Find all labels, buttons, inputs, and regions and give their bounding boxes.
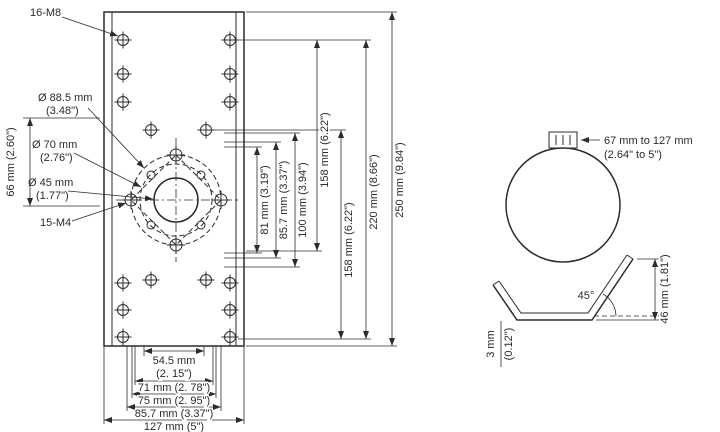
pole-circle [505,147,621,263]
dim-85mm-bottom: 85.7 mm (3.37") [135,408,214,420]
dim-127mm: 127 mm (5") [144,421,204,432]
dim-158mm-a: 158 mm (6.22") [319,112,331,187]
dim-81mm: 81 mm (3.19") [259,165,271,234]
callout-leaders [61,16,154,222]
dimension-lines [23,11,397,424]
v-bracket [492,254,634,321]
dim-66mm: 66 mm (2.60") [5,127,17,196]
hose-clamp-head [548,131,578,149]
bracket-plate-outline [103,11,245,347]
dim-100mm: 100 mm (3.94") [297,162,309,237]
clamp-range-line2: (2.64" to 5") [604,149,662,161]
clamp-band [505,131,621,263]
mounting-holes-m8 [114,31,239,346]
clamp-dimension-lines [500,137,661,367]
label-dia-70-line1: Ø 70 mm [32,139,77,151]
dim-85mm: 85.7 mm (3.37") [278,161,290,240]
dim-71mm: 71 mm (2. 78") [138,382,210,394]
label-dia-45-line2: (1.77") [36,190,69,202]
dim-220mm: 220 mm (8.66") [368,154,380,229]
clamp-range-line1: 67 mm to 127 mm [604,135,693,147]
dim-250mm: 250 mm (9.84") [394,142,406,217]
center-hole-pattern [116,138,238,262]
dim-75mm: 75 mm (2. 95") [138,395,210,407]
clamp-angle-45: 45° [578,290,595,302]
label-15-m4: 15-M4 [40,217,71,229]
pole-clamp-side-view: 67 mm to 127 mm (2.64" to 5") 45° 46 mm … [484,131,693,367]
label-dia-88-line2: (3.48") [46,105,79,117]
wall-bracket-front-view: 16-M8 Ø 88.5 mm (3.48") Ø 70 mm (2.76") … [4,7,408,432]
dim-54mm-line1: 54.5 mm [153,355,196,367]
dim-3mm-line2: (0.12") [503,328,515,361]
dim-54mm-line2: (2. 15") [156,368,192,380]
dim-46mm: 46 mm (1.81") [659,254,671,323]
label-dia-88-line1: Ø 88.5 mm [38,92,92,104]
label-16-m8: 16-M8 [30,7,61,19]
center-hole-45mm [153,177,199,223]
label-dia-70-line2: (2.76") [40,152,73,164]
label-dia-45-line1: Ø 45 mm [28,177,73,189]
dim-158mm-b: 158 mm (6.22") [343,202,355,277]
dim-3mm-line1: 3 mm [485,330,497,358]
